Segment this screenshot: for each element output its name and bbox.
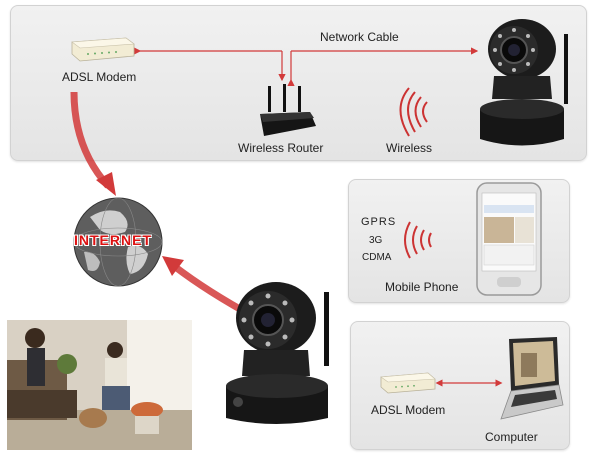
mobile-phone-label: Mobile Phone — [385, 280, 459, 294]
adsl-modem-icon — [71, 37, 135, 62]
network-3g-label: 3G — [369, 235, 383, 246]
mobile-phone-icon — [476, 182, 542, 296]
wireless-router-icon — [260, 84, 316, 136]
network-gprs-label: GPRS — [361, 216, 397, 228]
laptop-icon — [500, 337, 564, 420]
network-cable-arrows — [134, 47, 479, 86]
adsl-modem-label: ADSL Modem — [62, 70, 137, 84]
wireless-label: Wireless — [386, 141, 433, 155]
arrow-modem-to-internet — [70, 91, 116, 196]
adsl-modem-small-label: ADSL Modem — [371, 403, 446, 417]
adsl-modem-small-icon — [380, 372, 436, 394]
wireless-router-label: Wireless Router — [238, 141, 324, 155]
ip-camera-main-icon — [226, 282, 329, 424]
computer-link-arrow — [435, 379, 503, 387]
network-cable-label: Network Cable — [320, 30, 399, 44]
computer-label: Computer — [485, 430, 538, 444]
mobile-wireless-waves-icon — [404, 221, 432, 259]
internet-label: INTERNET — [74, 232, 152, 248]
network-cdma-label: CDMA — [362, 252, 392, 263]
globe-icon — [73, 197, 163, 287]
wireless-waves-icon — [399, 87, 428, 137]
room-photo-image — [7, 320, 192, 450]
ip-camera-icon — [480, 19, 568, 146]
